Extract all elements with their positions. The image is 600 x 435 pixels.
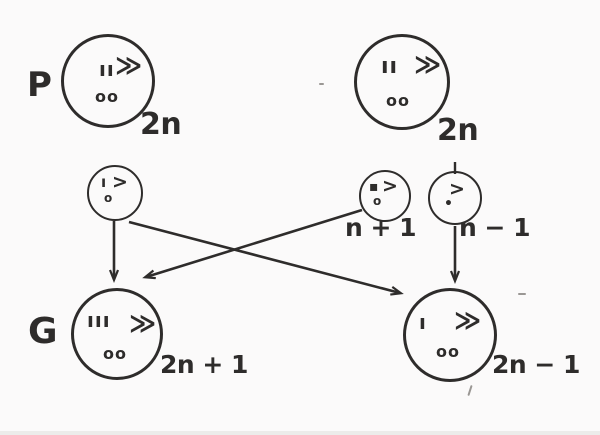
parent-generation-label: P (27, 65, 52, 105)
chromosome-dot-icon: • (444, 196, 454, 212)
chromosome-rod-icon: ı (101, 173, 108, 191)
chromosome-chevron-icon: ≫ (454, 306, 483, 336)
gamete-n-minus-1-ploidy-label: n − 1 (459, 213, 531, 242)
chromosome-dot-icon: o (373, 194, 383, 208)
chromosome-rod-pair-icon: ▪ (369, 179, 380, 195)
parent-cell-right: ıı ≫ oo (354, 34, 450, 130)
parent-right-ploidy-label: 2n (437, 113, 479, 148)
chromosome-dot-pair-icon: oo (386, 91, 410, 110)
chromosome-rod-trio-icon: ııı (87, 308, 111, 332)
zygote-right-ploidy-label: 2n − 1 (492, 350, 580, 379)
arrow-gamete-left-to-zygote-right (128, 220, 400, 293)
gamete-cell-left: ı > o (87, 165, 143, 221)
offspring-generation-label: G (28, 311, 58, 352)
chromosome-chevron-icon: > (112, 171, 129, 193)
chromosome-rod-icon: ı (419, 310, 427, 334)
chromosome-chevron-icon: > (382, 175, 399, 197)
zygote-left-ploidy-label: 2n + 1 (160, 350, 248, 379)
scan-edge-shade (0, 431, 600, 435)
chromosome-rod-pair-icon: ıı (381, 54, 399, 79)
gamete-cell-n-plus-1: ▪ > o (359, 170, 411, 222)
chromosome-chevron-icon: ≫ (414, 50, 443, 80)
chromosome-dot-pair-icon: oo (95, 87, 119, 106)
gamete-n-plus-1-ploidy-label: n + 1 (345, 213, 417, 242)
chromosome-dot-pair-icon: oo (103, 344, 127, 363)
chromosome-chevron-icon: ≫ (129, 309, 158, 339)
gamete-cell-n-minus-1: > • (428, 171, 482, 225)
parent-left-ploidy-label: 2n (140, 107, 182, 142)
arrow-gamete-n-plus-1-to-zygote-left (146, 208, 363, 277)
zygote-cell-2n-minus-1: ı ≫ oo (403, 288, 497, 382)
scan-speck (319, 83, 324, 85)
chromosome-chevron-icon: ≫ (115, 51, 144, 81)
parent-cell-left: ıı ≫ oo (61, 34, 155, 128)
chromosome-rod-pair-icon: ıı (99, 57, 115, 81)
scan-speck (518, 293, 526, 295)
chromosome-dot-icon: o (104, 191, 114, 205)
zygote-cell-2n-plus-1: ııı ≫ oo (71, 288, 163, 380)
chromosome-dot-pair-icon: oo (436, 342, 460, 361)
chromosome-chevron-icon: > (449, 178, 466, 200)
